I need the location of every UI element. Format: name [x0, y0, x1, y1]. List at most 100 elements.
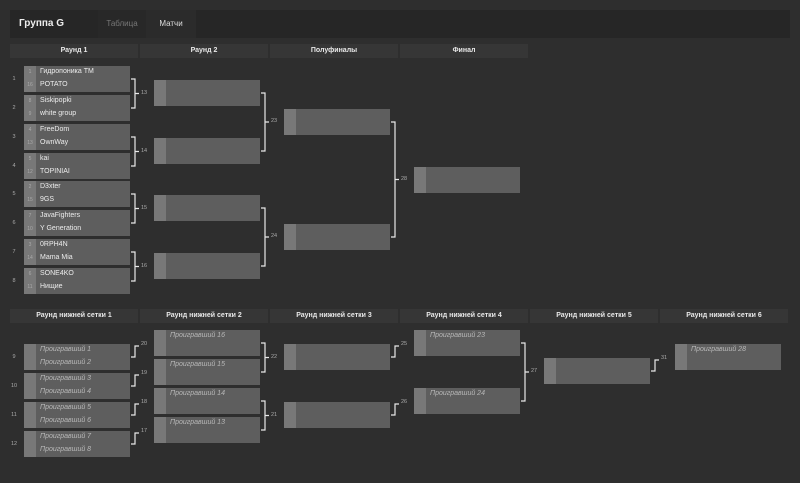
match-slot[interactable] — [154, 151, 260, 164]
participant-name: Проигравший 14 — [170, 390, 225, 397]
seed-number: 5 — [24, 153, 36, 166]
seed-number — [154, 80, 166, 93]
match-number-label: 22 — [271, 353, 278, 360]
match-card[interactable] — [154, 138, 260, 164]
match-card[interactable]: Проигравший 13 — [154, 417, 260, 443]
seed-number — [24, 344, 36, 357]
match-card[interactable] — [284, 402, 390, 428]
connector-line — [131, 345, 139, 358]
match-slot[interactable] — [414, 180, 520, 193]
seed-number — [675, 357, 687, 370]
match-slot[interactable]: Проигравший 8 — [24, 444, 130, 457]
seed-number — [24, 386, 36, 399]
match-card[interactable]: Проигравший 15 — [154, 359, 260, 385]
match-slot[interactable] — [414, 343, 520, 356]
tab-matches[interactable]: Матчи — [146, 10, 196, 38]
match-slot[interactable] — [154, 93, 260, 106]
seed-number — [544, 358, 556, 371]
match-slot[interactable] — [284, 122, 390, 135]
participant-name: Проигравший 4 — [40, 388, 92, 395]
lower-round-header: Раунд нижней сетки 3 — [270, 309, 398, 323]
lower-round-header: Раунд нижней сетки 4 — [400, 309, 528, 323]
match-card[interactable] — [284, 344, 390, 370]
seed-number — [24, 402, 36, 415]
match-card[interactable] — [414, 167, 520, 193]
match-card[interactable]: Проигравший 24 — [414, 388, 520, 414]
match-slot[interactable] — [675, 357, 781, 370]
match-number: 8 — [12, 278, 16, 284]
participant-name: Проигравший 6 — [40, 417, 92, 424]
seed-number — [284, 415, 296, 428]
match-card[interactable]: Проигравший 14 — [154, 388, 260, 414]
match-slot[interactable] — [414, 401, 520, 414]
match-slot[interactable] — [154, 343, 260, 356]
match-card[interactable] — [544, 358, 650, 384]
match-card[interactable] — [284, 224, 390, 250]
match-slot[interactable]: Проигравший 4 — [24, 386, 130, 399]
match-number-label: 25 — [401, 341, 408, 347]
seed-number: 2 — [24, 181, 36, 194]
match-number-label: 24 — [271, 233, 278, 239]
match-slot[interactable]: 14 Mama Mia — [24, 252, 130, 265]
seed-number — [154, 388, 166, 401]
lower-round-header: Раунд нижней сетки 1 — [10, 309, 138, 323]
match-number-label: 31 — [661, 355, 668, 361]
match-slot[interactable] — [284, 237, 390, 250]
match-slot[interactable]: Проигравший 2 — [24, 357, 130, 370]
seed-number: 6 — [24, 268, 36, 281]
match-slot[interactable] — [544, 371, 650, 384]
match-card[interactable]: Проигравший 28 — [675, 344, 781, 370]
seed-number: 14 — [24, 252, 36, 265]
match-slot[interactable] — [284, 357, 390, 370]
seed-number — [284, 344, 296, 357]
seed-number — [414, 343, 426, 356]
match-card[interactable]: Проигравший 16 — [154, 330, 260, 356]
seed-number — [24, 415, 36, 428]
match-slot[interactable] — [154, 372, 260, 385]
seed-number: 15 — [24, 194, 36, 207]
match-slot[interactable] — [154, 208, 260, 221]
seed-number — [154, 330, 166, 343]
participant-name: D3xter — [40, 183, 61, 190]
match-number: 10 — [10, 383, 18, 389]
tab-table[interactable]: Таблица — [98, 10, 146, 38]
lower-round-header: Раунд нижней сетки 5 — [530, 309, 658, 323]
match-slot[interactable] — [154, 430, 260, 443]
participant-name: Mama Mia — [40, 254, 73, 261]
match-card[interactable] — [154, 80, 260, 106]
seed-number — [284, 122, 296, 135]
match-card[interactable] — [284, 109, 390, 135]
match-slot[interactable] — [154, 266, 260, 279]
match-number: 3 — [12, 134, 16, 140]
match-card[interactable] — [154, 253, 260, 279]
connector-line — [131, 403, 139, 416]
match-slot[interactable] — [154, 401, 260, 414]
participant-name: white group — [40, 110, 77, 117]
match-card[interactable] — [154, 195, 260, 221]
match-slot[interactable] — [284, 415, 390, 428]
connector-line — [521, 342, 529, 402]
match-card[interactable]: Проигравший 23 — [414, 330, 520, 356]
match-slot[interactable]: Проигравший 6 — [24, 415, 130, 428]
match-number-label: 27 — [531, 368, 538, 374]
